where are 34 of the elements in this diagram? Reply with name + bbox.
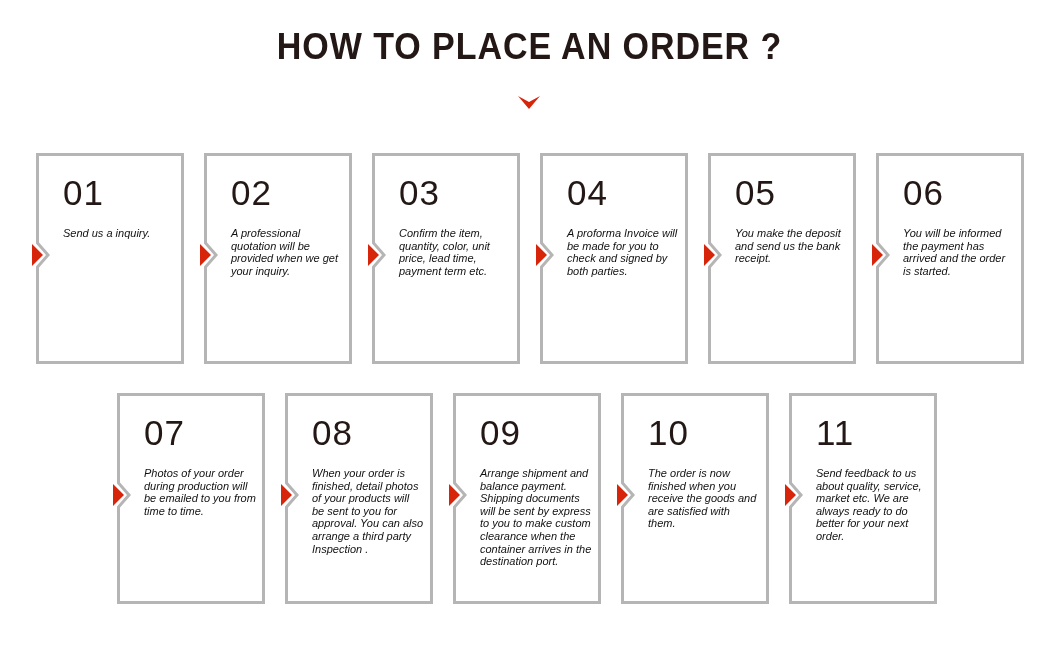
step-number: 09 (480, 413, 521, 453)
step-card (453, 393, 601, 604)
step-description: You make the deposit and send us the bank receipt. (735, 227, 842, 265)
step-number: 08 (312, 413, 353, 453)
step-description: A professional quotation will be provided when we get your inquiry. (231, 227, 340, 278)
step-number: 01 (63, 173, 104, 213)
step-card (204, 153, 352, 364)
step-description: You will be informed the payment has arrived and the order is started. (903, 227, 1007, 278)
step-card (708, 153, 856, 364)
step-description: Photos of your order during production will be emailed to you from time to time. (144, 467, 256, 518)
step-card (876, 153, 1024, 364)
step-card (117, 393, 265, 604)
step-description: Arrange shipment and balance payment. Shipping documents will be sent by express to you to make custom clearance when the container arrives in the destination port. (480, 467, 592, 568)
step-number: 04 (567, 173, 608, 213)
step-description: The order is now finished when you receive the goods and are satisfied with them. (648, 467, 758, 530)
step-card (36, 153, 184, 364)
step-description: Send us a inquiry. (63, 227, 152, 240)
step-description: Send feedback to us about quality, service, market etc. We are always ready to do better for your next order. (816, 467, 923, 543)
step-card (372, 153, 520, 364)
step-card (540, 153, 688, 364)
step-card (789, 393, 937, 604)
title: HOW TO PLACE AN ORDER ? (276, 26, 783, 68)
step-card (621, 393, 769, 604)
step-description: Confirm the item, quantity, color, unit price, lead time, payment term etc. (399, 227, 491, 278)
step-number: 06 (903, 173, 944, 213)
step-number: 05 (735, 173, 776, 213)
step-description: A proforma Invoice will be made for you to check and signed by both parties. (567, 227, 679, 278)
step-number: 07 (144, 413, 185, 453)
step-number: 03 (399, 173, 440, 213)
step-card (285, 393, 433, 604)
step-number: 11 (816, 413, 855, 453)
step-number: 02 (231, 173, 272, 213)
step-description: When your order is finished, detail photos of your products will be sent to you for approval. You can also arrange a third party Inspection . (312, 467, 424, 556)
step-number: 10 (648, 413, 689, 453)
